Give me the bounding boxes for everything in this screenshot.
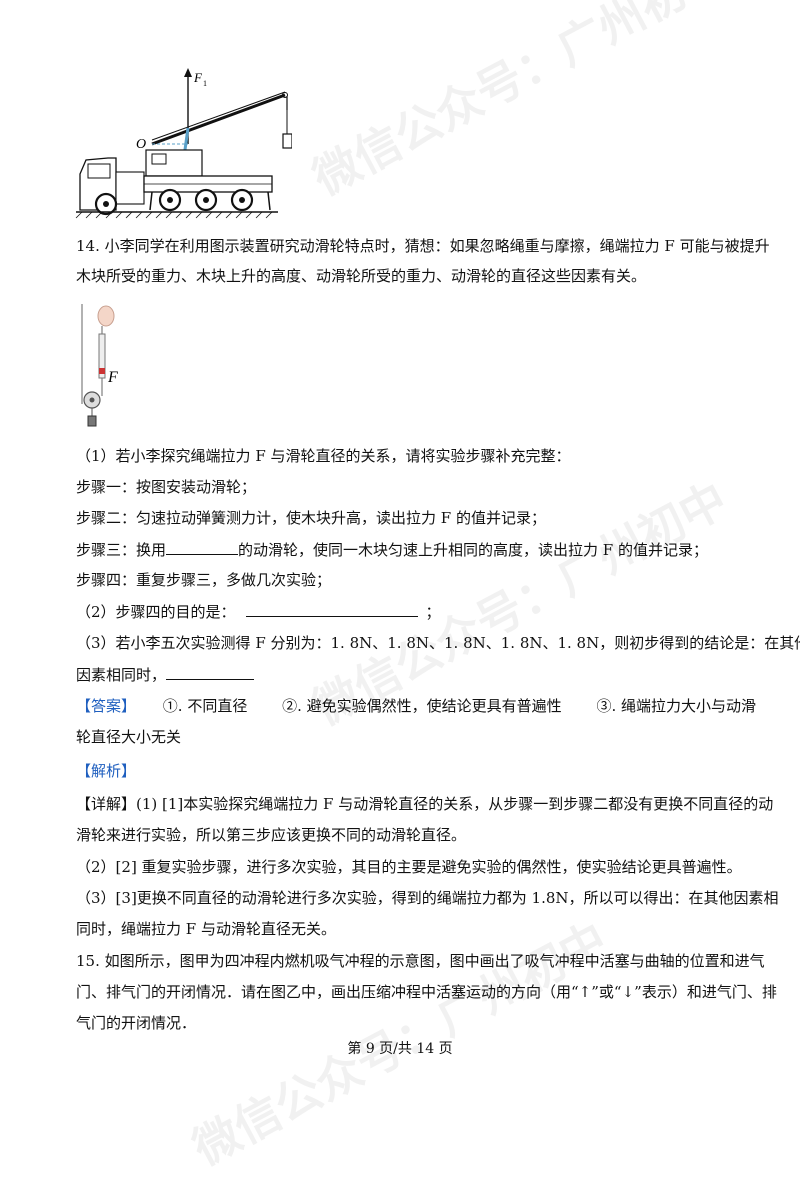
answer-line2: 轮直径大小无关	[76, 728, 182, 746]
q14-part3-line1: （3）若小李五次实验测得 F 分别为：1. 8N、1. 8N、1. 8N、1. …	[76, 634, 800, 652]
q14-step4: 步骤四：重复步骤三，多做几次实验；	[76, 571, 332, 589]
analysis-line2: 滑轮来进行实验，所以第三步应该更换不同的动滑轮直径。	[76, 826, 467, 844]
q15-line1: 15. 如图所示，图甲为四冲程内燃机吸气冲程的示意图，图中画出了吸气冲程中活塞与…	[76, 952, 765, 970]
q15-line2: 门、排气门的开闭情况．请在图乙中，画出压缩冲程中活塞运动的方向（用“↑”或“↓”…	[76, 983, 777, 1001]
force-f-label: F	[107, 369, 118, 386]
q14-stem-line2: 木块所受的重力、木块上升的高度、动滑轮所受的重力、动滑轮的直径这些因素有关。	[76, 267, 647, 285]
answer-item2: ②. 避免实验偶然性，使结论更具有普遍性	[282, 697, 562, 715]
analysis-line5: 同时，绳端拉力 F 与动滑轮直径无关。	[76, 920, 336, 938]
q14-step1: 步骤一：按图安装动滑轮；	[76, 478, 257, 496]
part2-answer-blank[interactable]	[245, 601, 418, 617]
pulley-setup-figure: F	[81, 304, 118, 427]
part2-suffix: ；	[425, 603, 441, 621]
f1-label: F	[193, 70, 203, 85]
part3-answer-blank[interactable]	[166, 664, 255, 680]
analysis-label: 【解析】	[76, 762, 137, 780]
analysis-line3: （2）[2] 重复实验步骤，进行多次实验，其目的主要是避免实验的偶然性，使实验结…	[76, 858, 742, 876]
q14-part1: （1）若小李探究绳端拉力 F 与滑轮直径的关系，请将实验步骤补充完整：	[76, 447, 571, 465]
crane-truck-figure: F 1 F O l	[75, 68, 292, 219]
f1-subscript: 1	[203, 79, 207, 88]
page-number-footer: 第 9 页/共 14 页	[347, 1041, 453, 1057]
pivot-o-label: O	[136, 137, 146, 152]
step3-answer-blank[interactable]	[166, 539, 239, 555]
analysis-line4: （3）[3]更换不同直径的动滑轮进行多次实验，得到的绳端拉力都为 1.8N，所以…	[76, 889, 779, 907]
q14-step3: 步骤三：换用 的动滑轮，使同一木块匀速上升相同的高度，读出拉力 F 的值并记录；	[76, 539, 736, 560]
q14-part3-line2: 因素相同时，	[76, 664, 736, 685]
part3-prefix: 因素相同时，	[76, 666, 167, 684]
q14-part2: （2）步骤四的目的是： ；	[76, 601, 736, 622]
q15-line3: 气门的开闭情况．	[76, 1014, 197, 1032]
step3-prefix: 步骤三：换用	[76, 541, 167, 559]
analysis-line1: 【详解】(1) [1]本实验探究绳端拉力 F 与动滑轮直径的关系，从步骤一到步骤…	[76, 795, 774, 813]
q14-stem-line1: 14. 小李同学在利用图示装置研究动滑轮特点时，猜想：如果忽略绳重与摩擦，绳端拉…	[76, 237, 770, 255]
document-page: 微信公众号：广州初中 微信公众号：广州初中 微信公众号：广州初中 F 1 F O…	[75, 0, 800, 1176]
answer-item3: ③. 绳端拉力大小与动滑	[596, 697, 756, 715]
watermark: 微信公众号：广州初中	[304, 0, 736, 206]
step3-suffix: 的动滑轮，使同一木块匀速上升相同的高度，读出拉力 F 的值并记录；	[238, 541, 708, 559]
answer-item1: ①. 不同直径	[162, 697, 248, 715]
q14-step2: 步骤二：匀速拉动弹簧测力计，使木块升高，读出拉力 F 的值并记录；	[76, 509, 546, 527]
part2-prefix: （2）步骤四的目的是：	[76, 603, 236, 621]
answer-line1: 【答案】 ①. 不同直径 ②. 避免实验偶然性，使结论更具有普遍性 ③. 绳端拉…	[76, 696, 756, 716]
answer-label: 【答案】	[76, 697, 137, 715]
